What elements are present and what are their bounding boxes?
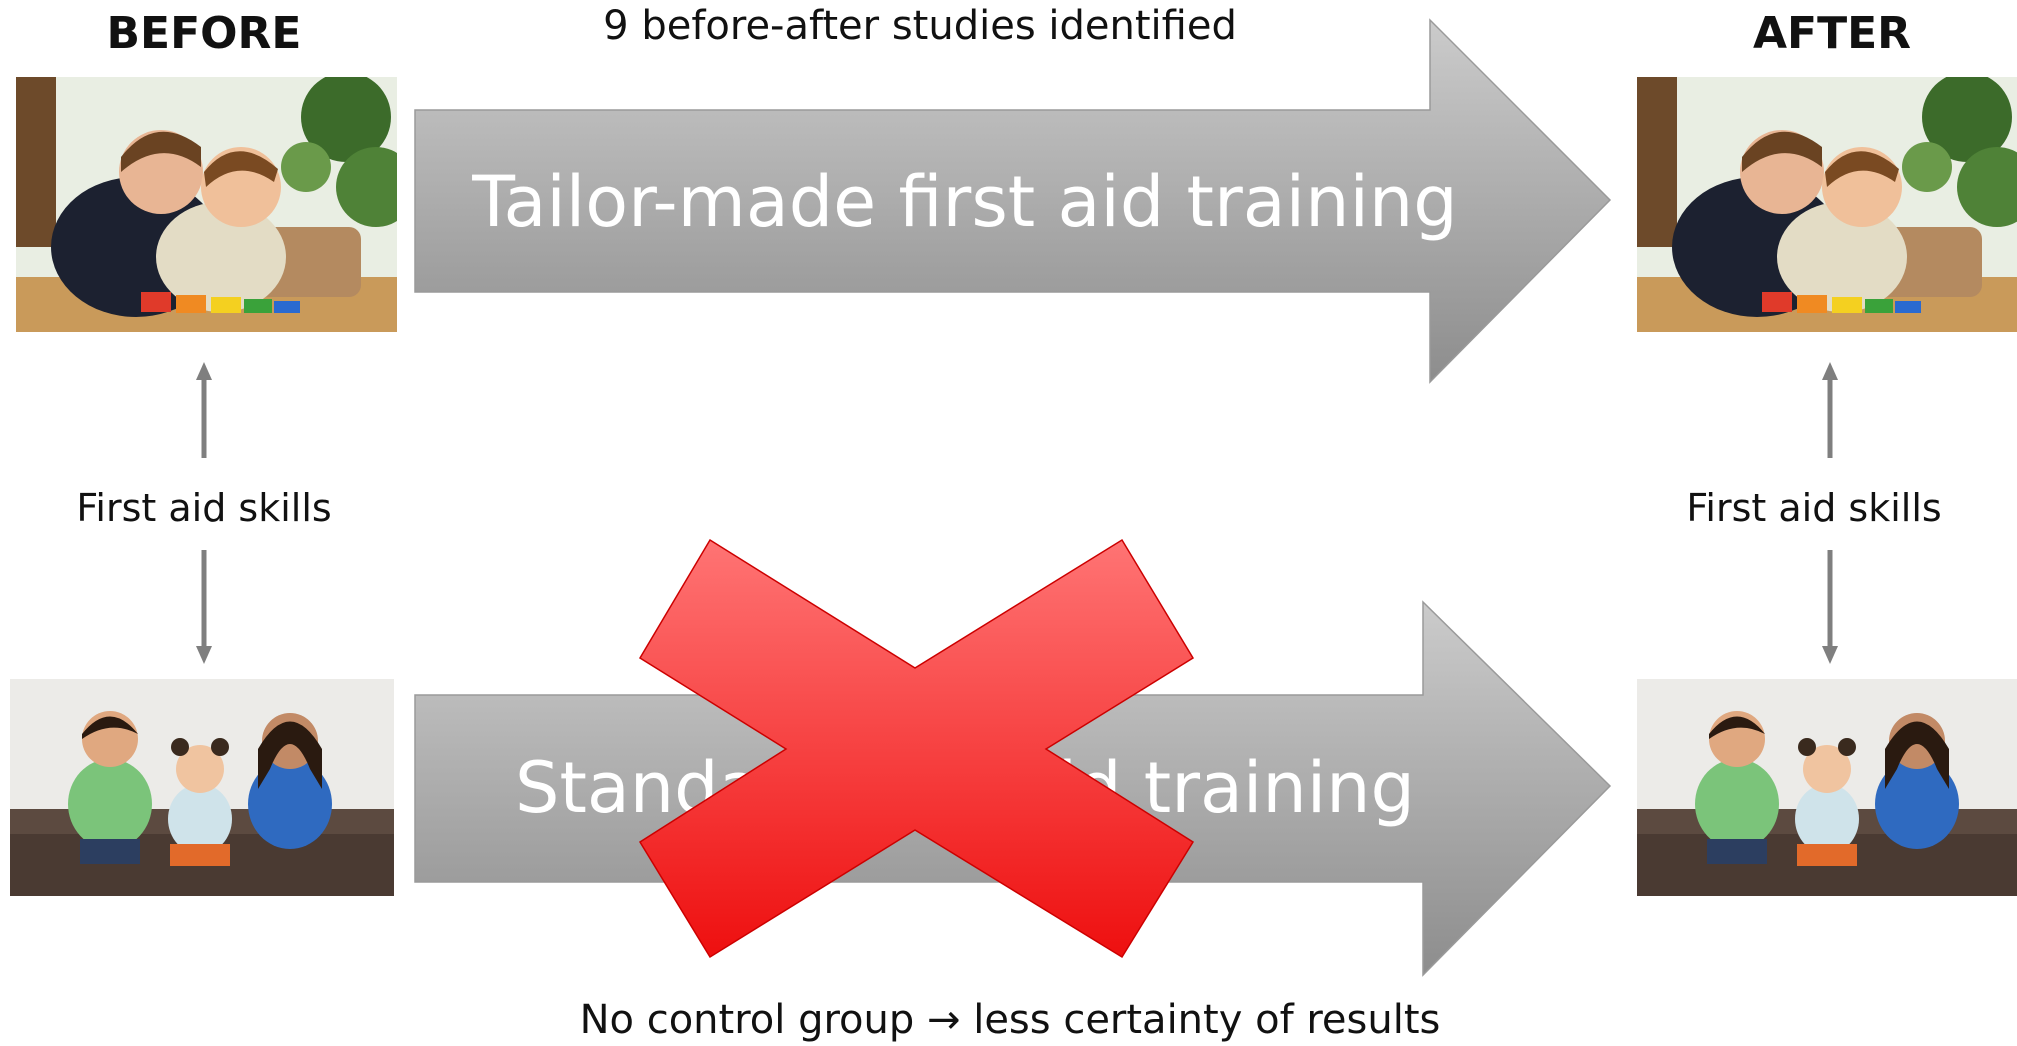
after-photo-top <box>1637 77 2017 332</box>
bottom-arrow-label: Standard first aid training <box>515 747 1415 829</box>
right-down-arrow-icon <box>1822 550 1838 664</box>
left-skills-label: First aid skills <box>76 486 332 530</box>
left-up-arrow-icon <box>196 362 212 458</box>
top-caption: 9 before-after studies identified <box>603 3 1237 49</box>
right-skills-label: First aid skills <box>1686 486 1942 530</box>
after-photo-bottom <box>1637 679 2017 896</box>
left-down-arrow-icon <box>196 550 212 664</box>
top-training-arrow <box>414 18 1612 384</box>
before-photo-bottom <box>10 679 394 896</box>
top-arrow-label: Tailor-made first aid training <box>472 161 1458 243</box>
before-heading: BEFORE <box>106 8 302 59</box>
bottom-caption: No control group → less certainty of res… <box>579 997 1441 1043</box>
before-photo-top <box>16 77 397 332</box>
after-heading: AFTER <box>1752 8 1912 59</box>
right-up-arrow-icon <box>1822 362 1838 458</box>
